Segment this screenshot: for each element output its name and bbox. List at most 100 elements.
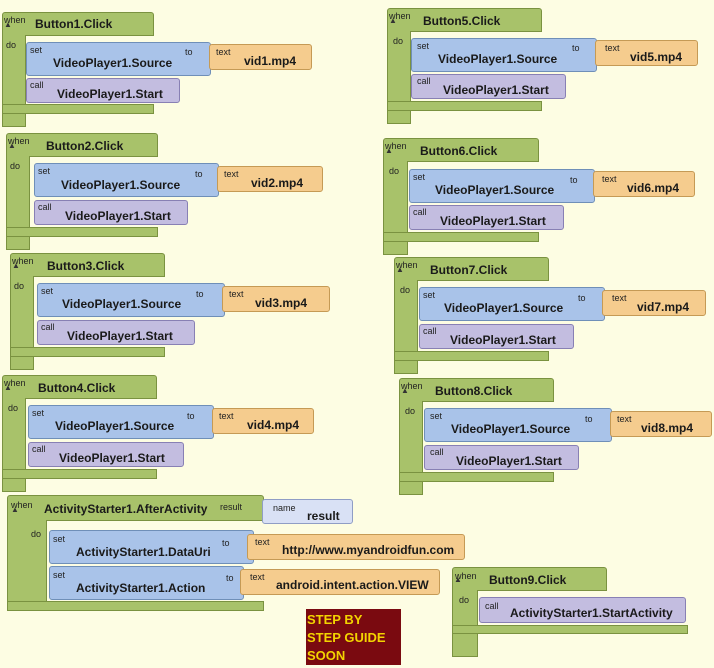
collapse-triangle-icon[interactable]: ▲: [454, 575, 462, 584]
call-label: call: [417, 76, 431, 86]
call-block[interactable]: call ActivityStarter1.StartActivity: [479, 597, 686, 623]
set-block[interactable]: set VideoPlayer1.Source to: [26, 42, 211, 76]
text-value: vid4.mp4: [247, 418, 300, 432]
call-block[interactable]: call VideoPlayer1.Start: [34, 200, 188, 225]
to-label: to: [185, 47, 193, 57]
call-block[interactable]: call VideoPlayer1.Start: [424, 445, 579, 470]
collapse-triangle-icon[interactable]: ▲: [385, 146, 393, 155]
call-block[interactable]: call VideoPlayer1.Start: [37, 320, 195, 345]
collapse-triangle-icon[interactable]: ▲: [4, 383, 12, 392]
collapse-triangle-icon[interactable]: ▲: [4, 20, 12, 29]
set-block[interactable]: set VideoPlayer1.Source to: [419, 287, 605, 321]
to-label: to: [572, 43, 580, 53]
event-header[interactable]: [2, 12, 154, 36]
collapse-triangle-icon[interactable]: ▲: [401, 386, 409, 395]
call-block[interactable]: call VideoPlayer1.Start: [26, 78, 180, 103]
text-block[interactable]: text vid3.mp4: [222, 286, 330, 312]
text-value: vid5.mp4: [630, 50, 683, 64]
collapse-triangle-icon[interactable]: ▲: [396, 265, 404, 274]
when-label: when: [4, 378, 26, 388]
step-guide-banner: STEP BY STEP GUIDE SOON: [306, 609, 401, 665]
text-block-data-uri[interactable]: text http://www.myandroidfun.com: [247, 534, 465, 560]
call-label: call: [32, 444, 46, 454]
do-label: do: [14, 281, 25, 291]
event-footer: [383, 232, 539, 242]
set-property: VideoPlayer1.Source: [55, 419, 175, 433]
do-label: do: [393, 36, 404, 46]
text-label: text: [617, 414, 632, 424]
text-block[interactable]: text vid2.mp4: [217, 166, 323, 192]
do-label: do: [389, 166, 400, 176]
collapse-triangle-icon[interactable]: ▲: [12, 261, 20, 270]
event-header[interactable]: [7, 495, 264, 521]
when-label: when: [385, 141, 407, 151]
do-label: do: [8, 403, 19, 413]
event-header[interactable]: [383, 138, 539, 162]
set-property: VideoPlayer1.Source: [435, 183, 555, 197]
event-name: ActivityStarter1.AfterActivity: [44, 502, 208, 516]
call-method: VideoPlayer1.Start: [57, 87, 163, 101]
text-value: vid3.mp4: [255, 296, 308, 310]
set-label: set: [38, 166, 51, 176]
text-block[interactable]: text vid4.mp4: [212, 408, 314, 434]
when-label: when: [11, 500, 33, 510]
text-block[interactable]: text vid7.mp4: [602, 290, 706, 316]
text-value: vid6.mp4: [627, 181, 680, 195]
set-block[interactable]: set VideoPlayer1.Source to: [424, 408, 612, 442]
set-label: set: [53, 570, 66, 580]
event-name: Button5.Click: [423, 14, 501, 28]
set-block-data-uri[interactable]: set ActivityStarter1.DataUri to: [49, 530, 254, 564]
event-header[interactable]: [387, 8, 542, 32]
text-value: android.intent.action.VIEW: [276, 578, 429, 592]
event-name: Button2.Click: [46, 139, 124, 153]
set-label: set: [417, 41, 430, 51]
text-block-action[interactable]: text android.intent.action.VIEW: [240, 569, 440, 595]
collapse-triangle-icon[interactable]: ▲: [11, 505, 19, 514]
collapse-triangle-icon[interactable]: ▲: [8, 141, 16, 150]
event-header[interactable]: [6, 133, 158, 157]
do-label: do: [459, 595, 470, 605]
call-block[interactable]: call VideoPlayer1.Start: [411, 74, 566, 99]
event-name: Button7.Click: [430, 263, 508, 277]
set-property: VideoPlayer1.Source: [438, 52, 558, 66]
to-label: to: [196, 289, 204, 299]
text-block[interactable]: text vid5.mp4: [595, 40, 698, 66]
text-block[interactable]: text vid1.mp4: [209, 44, 312, 70]
set-block[interactable]: set VideoPlayer1.Source to: [37, 283, 225, 317]
do-label: do: [400, 285, 411, 295]
call-method: VideoPlayer1.Start: [67, 329, 173, 343]
set-property: VideoPlayer1.Source: [451, 422, 571, 436]
set-label: set: [53, 534, 66, 544]
event-footer: [6, 227, 158, 237]
text-block[interactable]: text vid8.mp4: [610, 411, 712, 437]
text-label: text: [219, 411, 234, 421]
call-block[interactable]: call VideoPlayer1.Start: [409, 205, 564, 230]
name-label: name: [273, 503, 296, 513]
param-name-block[interactable]: name result: [262, 499, 353, 524]
call-label: call: [485, 601, 499, 611]
event-name: Button8.Click: [435, 384, 513, 398]
event-header[interactable]: [2, 375, 157, 399]
event-header[interactable]: [394, 257, 549, 281]
call-method: VideoPlayer1.Start: [456, 454, 562, 468]
call-method: VideoPlayer1.Start: [65, 209, 171, 223]
call-label: call: [41, 322, 55, 332]
event-header[interactable]: [399, 378, 554, 402]
set-block[interactable]: set VideoPlayer1.Source to: [411, 38, 597, 72]
to-label: to: [222, 538, 230, 548]
do-label: do: [405, 406, 416, 416]
text-block[interactable]: text vid6.mp4: [593, 171, 695, 197]
set-block-action[interactable]: set ActivityStarter1.Action to: [49, 566, 244, 600]
call-label: call: [413, 207, 427, 217]
set-block[interactable]: set VideoPlayer1.Source to: [34, 163, 219, 197]
event-header[interactable]: [10, 253, 165, 277]
event-footer: [7, 601, 264, 611]
event-header[interactable]: [452, 567, 607, 591]
call-block[interactable]: call VideoPlayer1.Start: [419, 324, 574, 349]
set-block[interactable]: set VideoPlayer1.Source to: [28, 405, 214, 439]
collapse-triangle-icon[interactable]: ▲: [389, 16, 397, 25]
call-block[interactable]: call VideoPlayer1.Start: [28, 442, 184, 467]
set-block[interactable]: set VideoPlayer1.Source to: [409, 169, 595, 203]
set-label: set: [413, 172, 426, 182]
set-label: set: [41, 286, 54, 296]
